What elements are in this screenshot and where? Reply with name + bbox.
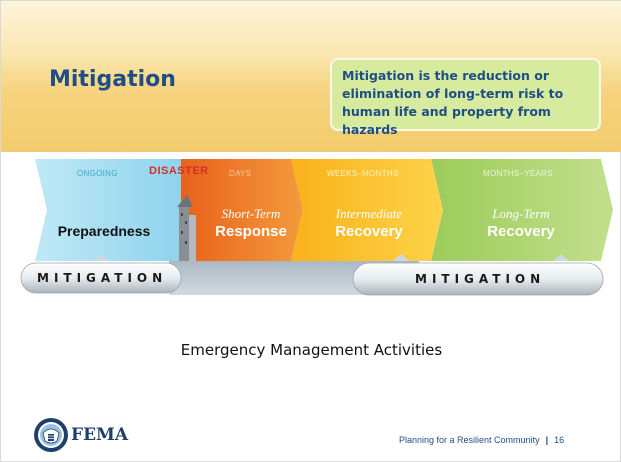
dhs-seal-icon xyxy=(34,418,68,452)
mitigation-bar-left xyxy=(20,262,182,294)
preparedness-chevron xyxy=(35,159,181,261)
page-number: 16 xyxy=(554,435,565,445)
long-term-label: Long-Term xyxy=(492,206,550,221)
long-term-recovery-label: Recovery xyxy=(487,223,555,240)
mitigation-bar-right xyxy=(352,262,604,296)
intermediate-recovery-label: Recovery xyxy=(335,223,403,240)
prep-notch xyxy=(93,254,109,261)
course-title: Planning for a Resilient Community xyxy=(399,435,540,445)
intermediate-label: Intermediate xyxy=(335,206,403,221)
ongoing-label: ONGOING xyxy=(77,169,118,178)
weeks-months-label: WEEKS–MONTHS xyxy=(327,169,399,178)
intermediate-recovery-chevron xyxy=(291,159,443,261)
long-term-recovery-chevron xyxy=(431,159,613,261)
short-term-response-chevron xyxy=(181,159,303,261)
collapsing-building-icon xyxy=(177,195,196,261)
footer-separator: | xyxy=(545,435,549,445)
mitigation-label-left: MITIGATION xyxy=(37,271,168,285)
slide-title: Mitigation xyxy=(49,67,176,92)
response-label: Response xyxy=(215,223,287,240)
short-term-label: Short-Term xyxy=(221,206,281,221)
disaster-label: DISASTER xyxy=(149,165,209,177)
months-years-label: MONTHS–YEARS xyxy=(483,169,553,178)
long-term-notch xyxy=(553,254,569,261)
days-label: DAYS xyxy=(229,169,252,178)
header-divider xyxy=(1,151,621,152)
preparedness-label: Preparedness xyxy=(57,223,151,239)
fema-wordmark: FEMA xyxy=(71,425,129,445)
intermediate-notch xyxy=(393,254,409,261)
diagram-caption: Emergency Management Activities xyxy=(180,341,443,359)
slide-footer: Planning for a Resilient Community | 16 xyxy=(399,435,564,445)
fema-logo xyxy=(33,417,133,453)
definition-callout: Mitigation is the reduction or eliminati… xyxy=(330,58,601,137)
mitigation-label-right: MITIGATION xyxy=(415,272,546,286)
